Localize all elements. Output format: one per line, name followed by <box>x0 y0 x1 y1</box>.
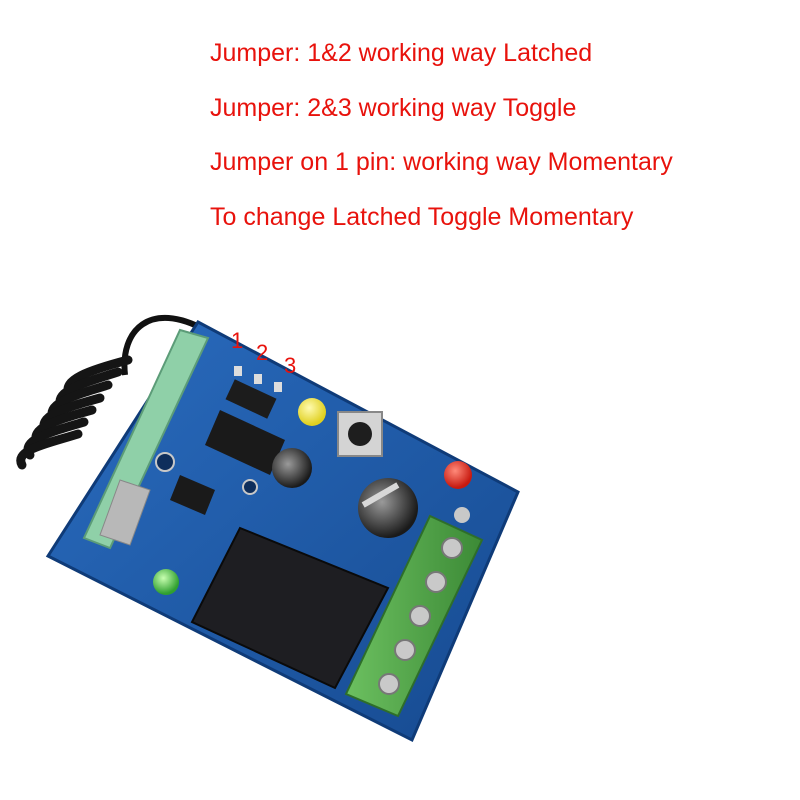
jumper-pin-label-2: 2 <box>256 340 269 365</box>
capacitor-large <box>358 478 418 538</box>
caption-line-change-mode: To change Latched Toggle Momentary <box>210 202 634 231</box>
caption-line-momentary: Jumper on 1 pin: working way Momentary <box>210 148 673 176</box>
ic-chip-small <box>170 475 215 515</box>
jumper-pin-label-1: 1 <box>231 328 244 353</box>
led-green <box>153 569 179 595</box>
led-yellow <box>298 398 326 426</box>
caption-text-block: Jumper: 1&2 working way Latched Jumper: … <box>210 26 673 244</box>
led-red <box>444 461 472 489</box>
relay <box>190 526 390 690</box>
capacitor-small <box>272 448 312 488</box>
caption-line-toggle: Jumper: 2&3 working way Toggle <box>210 93 577 122</box>
coil-antenna <box>16 315 207 470</box>
ic-chip-main <box>205 410 285 475</box>
push-button <box>337 411 383 457</box>
jumper-pin-label-3: 3 <box>284 353 297 378</box>
terminal-block <box>344 514 484 718</box>
caption-line-latched: Jumper: 1&2 working way Latched <box>210 39 593 67</box>
jumper-header <box>225 366 282 419</box>
